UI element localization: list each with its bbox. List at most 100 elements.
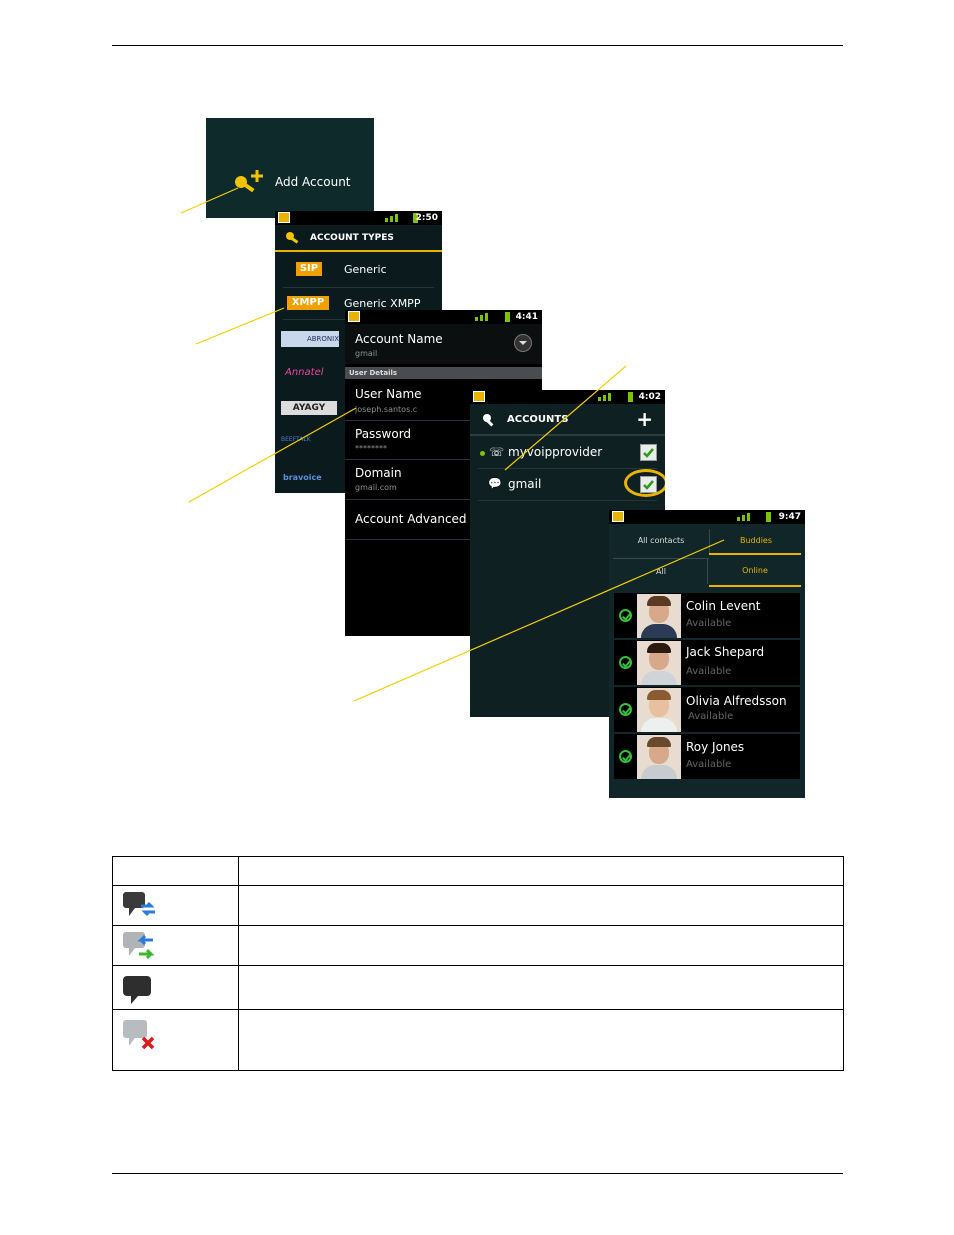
divider: [283, 287, 434, 288]
battery-icon: [628, 392, 633, 402]
app-notification-icon: [473, 391, 485, 402]
status-time: 9:47: [778, 512, 801, 522]
presence-sync-arrows-icon: [121, 928, 161, 964]
signal-icon: [598, 393, 620, 401]
divider: [345, 499, 542, 500]
domain-label[interactable]: Domain: [355, 466, 402, 480]
app-notification-icon: [348, 311, 360, 322]
wrench-icon: [482, 412, 496, 431]
contact-status: Available: [686, 618, 732, 629]
description-cell: [238, 1009, 844, 1071]
user-details-header: User Details: [349, 369, 398, 377]
battery-icon: [766, 512, 771, 522]
signal-icon: [475, 313, 497, 321]
table-row: [112, 1009, 844, 1071]
contact-name: Roy Jones: [686, 740, 745, 754]
add-account-panel: Add Account: [206, 118, 374, 218]
avatar: [637, 641, 681, 685]
provider-logo-bravoice[interactable]: bravoice: [283, 473, 322, 482]
table-header-icon-cell: [112, 856, 239, 886]
table-row: [112, 965, 844, 1010]
available-status-icon: [619, 656, 632, 669]
contact-row[interactable]: Colin Levent Available: [614, 593, 800, 638]
title-underline: [470, 434, 665, 436]
account-gmail[interactable]: gmail: [508, 477, 542, 491]
tab-indicator: [709, 553, 801, 555]
status-bar: 9:47: [609, 510, 805, 524]
avatar: [637, 594, 681, 638]
contact-row[interactable]: Olivia Alfredsson Available: [614, 687, 800, 732]
add-account-label[interactable]: Add Account: [275, 175, 351, 189]
key-plus-icon: [233, 168, 267, 194]
provider-logo-beeftalk[interactable]: BEEFTALK: [281, 436, 311, 443]
account-name-row[interactable]: Account Name gmail: [345, 324, 542, 364]
password-value: ********: [355, 444, 387, 453]
divider: [345, 420, 542, 421]
account-myvoipprovider[interactable]: myvoipprovider: [508, 445, 603, 459]
header-rule: [112, 45, 843, 46]
provider-logo-ayagy[interactable]: AYAGY: [281, 401, 337, 415]
tab-all-contacts[interactable]: All contacts: [637, 536, 685, 545]
description-cell: [238, 925, 844, 966]
battery-icon: [505, 312, 510, 322]
accounts-title: ACCOUNTS: [507, 414, 569, 425]
provider-logo-annatel[interactable]: Annatel: [285, 367, 324, 378]
avatar: [637, 735, 681, 779]
account-enabled-checkbox[interactable]: [640, 444, 657, 461]
xmpp-badge: XMPP: [287, 296, 329, 310]
icon-cell: [112, 1009, 239, 1071]
contact-name: Olivia Alfredsson: [686, 694, 787, 708]
available-status-icon: [619, 750, 632, 763]
callout-line-account-types: [195, 307, 285, 345]
section-header: User Details: [345, 367, 542, 379]
status-time: 2:50: [415, 213, 438, 223]
account-type-generic-xmpp[interactable]: Generic XMPP: [344, 297, 421, 310]
account-types-title: ACCOUNT TYPES: [310, 233, 394, 243]
divider: [478, 500, 657, 501]
subtab-online[interactable]: Online: [707, 558, 802, 584]
dropdown-arrow-icon[interactable]: [514, 334, 532, 352]
account-name-value: gmail: [355, 349, 378, 358]
account-advanced-label[interactable]: Account Advanced: [355, 512, 467, 526]
status-time: 4:02: [638, 392, 661, 402]
presence-offline-x-icon: [121, 1016, 161, 1052]
domain-value: gmail.com: [355, 483, 397, 492]
icon-cell: [112, 885, 239, 926]
buddies-screen: 9:47 All contacts Buddies All Online Col…: [609, 510, 805, 798]
key-icon: [285, 230, 301, 249]
divider: [478, 468, 657, 469]
presence-dark-bubble-icon: [121, 970, 161, 1006]
divider: [345, 459, 542, 460]
contact-status: Available: [688, 711, 734, 722]
account-type-generic[interactable]: Generic: [344, 263, 387, 276]
presence-transfer-blue-icon: [121, 888, 161, 924]
title-underline: [275, 250, 442, 252]
sip-phone-icon: ☏: [489, 445, 505, 459]
contact-row[interactable]: Roy Jones Available: [614, 734, 800, 779]
status-bar: 4:41: [345, 310, 542, 324]
status-bar: 4:02: [470, 390, 665, 404]
footer-rule: [112, 1173, 843, 1174]
contact-status: Available: [686, 759, 732, 770]
table-header-description-cell: [238, 856, 844, 886]
subtab-all[interactable]: All: [613, 558, 709, 585]
icon-cell: [112, 965, 239, 1010]
contact-status: Available: [686, 666, 732, 677]
add-account-plus-button[interactable]: +: [636, 407, 653, 431]
highlight-circle: [624, 469, 665, 497]
description-cell: [238, 965, 844, 1010]
avatar: [637, 688, 681, 732]
tab-buddies[interactable]: Buddies: [709, 529, 802, 553]
table-row: [112, 885, 844, 926]
online-dot-icon: [480, 451, 485, 456]
user-name-label[interactable]: User Name: [355, 387, 422, 401]
contact-row[interactable]: Jack Shepard Available: [614, 640, 800, 685]
description-cell: [238, 885, 844, 926]
password-label[interactable]: Password: [355, 427, 412, 441]
contact-name: Colin Levent: [686, 599, 761, 613]
account-name-label: Account Name: [355, 332, 443, 346]
provider-logo-abronix[interactable]: ABRONIX: [281, 331, 339, 347]
status-time: 4:41: [515, 312, 538, 322]
available-status-icon: [619, 609, 632, 622]
battery-icon: [413, 213, 418, 223]
